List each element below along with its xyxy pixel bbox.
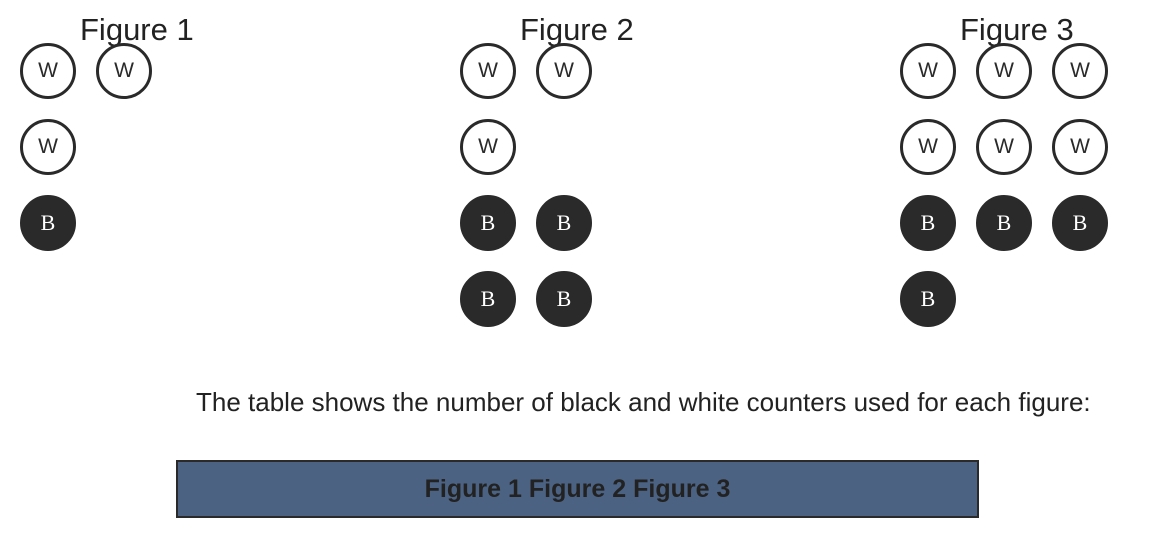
white-counter: W [1052, 43, 1108, 99]
black-counter: B [900, 271, 956, 327]
figure-2-title: Figure 2 [520, 12, 634, 47]
table-header-figure-3: Figure 3 [633, 474, 731, 503]
figure-3-title: Figure 3 [960, 12, 1074, 47]
white-counter: W [536, 43, 592, 99]
counter-table-header: Figure 1 Figure 2 Figure 3 [176, 460, 979, 518]
white-counter: W [460, 43, 516, 99]
white-counter: W [96, 43, 152, 99]
table-header-figure-2: Figure 2 [528, 474, 627, 503]
table-intro-text: The table shows the number of black and … [196, 387, 1091, 417]
white-counter: W [20, 43, 76, 99]
black-counter: B [536, 271, 592, 327]
white-counter: W [976, 43, 1032, 99]
white-counter: W [900, 119, 956, 175]
white-counter: W [900, 43, 956, 99]
black-counter: B [20, 195, 76, 251]
white-counter: W [976, 119, 1032, 175]
black-counter: B [976, 195, 1032, 251]
black-counter: B [1052, 195, 1108, 251]
table-header-figure-1: Figure 1 [424, 474, 522, 503]
white-counter: W [460, 119, 516, 175]
figure-1-title: Figure 1 [80, 12, 194, 47]
black-counter: B [460, 271, 516, 327]
black-counter: B [460, 195, 516, 251]
black-counter: B [536, 195, 592, 251]
white-counter: W [20, 119, 76, 175]
white-counter: W [1052, 119, 1108, 175]
black-counter: B [900, 195, 956, 251]
